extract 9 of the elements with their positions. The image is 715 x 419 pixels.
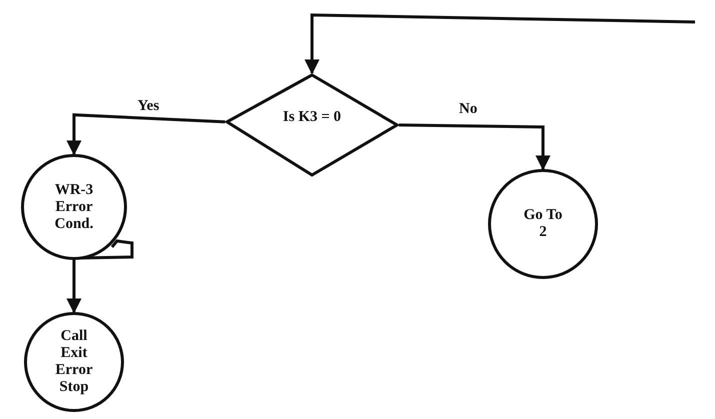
flow-arrow	[398, 124, 550, 170]
node-text: WR-3 Error Cond.	[54, 182, 94, 232]
node-text: Go To 2	[522, 207, 564, 241]
decision-diamond	[225, 73, 399, 177]
flow-arrow	[304, 13, 696, 74]
flow-arrow	[66, 113, 226, 156]
node-text: Is K3 = 0	[282, 108, 342, 126]
flow-arrow	[66, 260, 82, 314]
node-text: Call Exit Error Stop	[54, 328, 94, 396]
